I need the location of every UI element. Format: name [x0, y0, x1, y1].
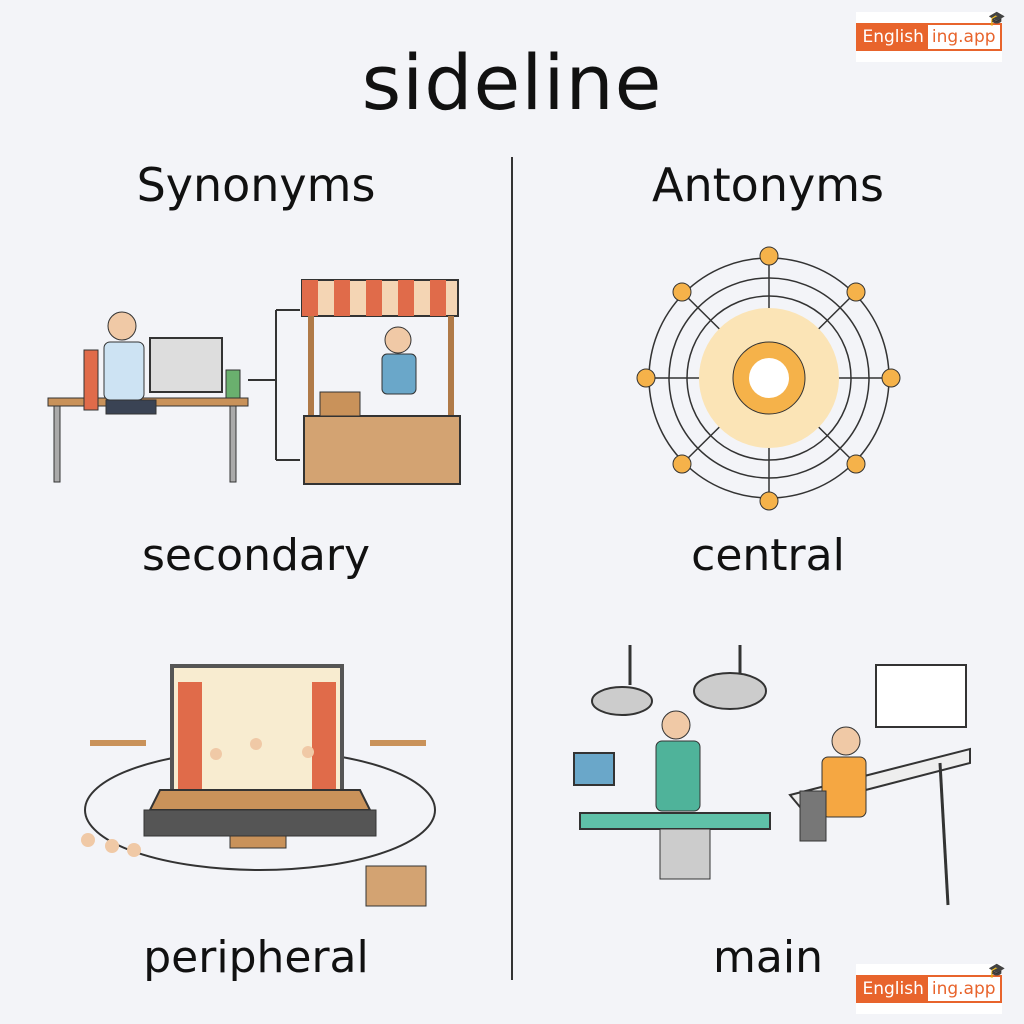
graduation-cap-icon: 🎓: [988, 11, 1006, 27]
antonym-central: central: [691, 530, 845, 581]
stage-peripheral-illustration: [81, 664, 436, 907]
surgeon-and-architect-illustration: [573, 645, 971, 906]
page-title: sideline: [361, 38, 663, 127]
graduation-cap-icon: 🎓: [988, 963, 1006, 979]
logo-text-1: English: [858, 977, 928, 1001]
logo-text-1: English: [858, 25, 928, 49]
logo-text-2: ing.app: [927, 27, 1000, 47]
divider: [511, 157, 513, 980]
synonym-peripheral: peripheral: [143, 932, 369, 983]
central-hub-illustration: [636, 246, 901, 511]
logo-text-2: ing.app: [927, 979, 1000, 999]
synonym-secondary: secondary: [141, 530, 370, 581]
synonyms-heading: Synonyms: [136, 158, 376, 212]
antonyms-heading: Antonyms: [652, 158, 884, 212]
antonym-main: main: [713, 932, 823, 983]
office-and-market-stall-illustration: [47, 279, 461, 485]
